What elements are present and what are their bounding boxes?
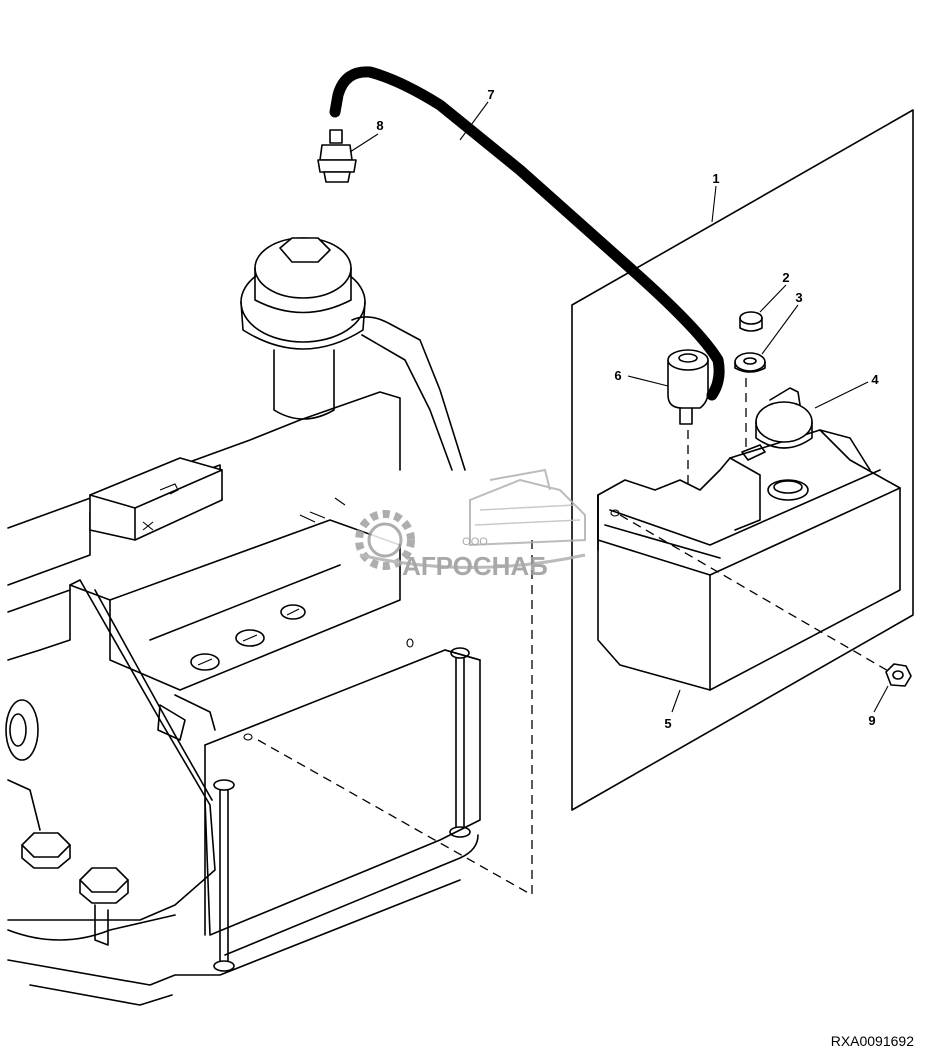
watermark-prefix: ООО [462,536,488,548]
watermark-brand: АГРОСНАБ [402,551,548,581]
callout-7: 7 [487,87,494,102]
washer-pump [667,349,709,425]
parts-panel [571,109,914,811]
callout-5: 5 [664,716,671,731]
washer [734,352,766,373]
hose [329,66,725,401]
callout-4: 4 [871,372,879,387]
watermark: ООО АГРОСНАБ [355,468,586,581]
callout-1: 1 [712,171,719,186]
filler-cap [741,387,813,461]
callout-2: 2 [782,270,789,285]
bolt-left-1 [21,832,71,869]
callout-9: 9 [868,713,875,728]
connector-block [89,457,223,541]
reservoir-tank [597,429,901,691]
assembly-lines [257,378,891,896]
nut [885,663,912,687]
callout-6: 6 [614,368,621,383]
callout-8: 8 [376,118,383,133]
callout-3: 3 [795,290,802,305]
filter-housing [240,237,366,420]
figure-reference-code: RXA0091692 [831,1033,915,1049]
callout-leaders [349,101,889,713]
fitting [317,129,357,183]
callout-labels: 1 2 3 4 5 6 7 8 9 [376,87,879,731]
bolt-left-2 [79,867,129,904]
gear-icon [355,510,415,570]
plug [739,311,763,332]
harvester-icon [469,468,586,547]
machine-frame [5,237,481,1006]
